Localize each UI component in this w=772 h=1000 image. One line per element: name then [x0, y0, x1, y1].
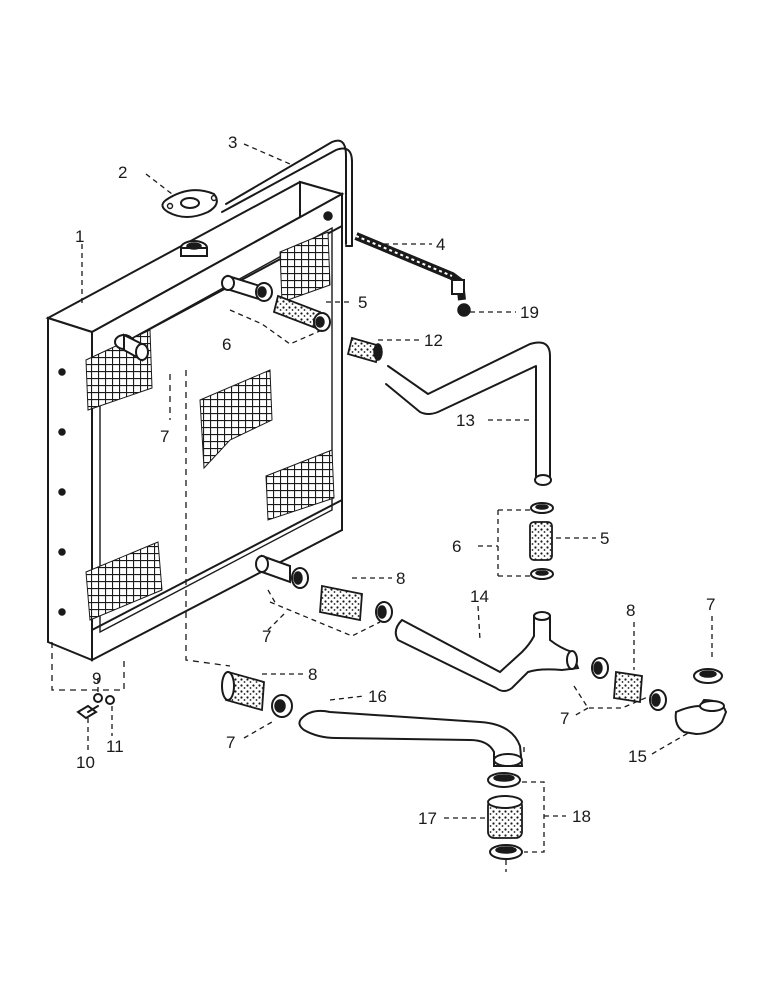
hose-sleeve-17 [487, 795, 523, 839]
callout-9: 9 [92, 669, 101, 688]
callout-14: 14 [470, 587, 489, 606]
right-clamp-a [591, 657, 609, 679]
callout-11: 11 [106, 737, 124, 756]
leader-lines [51, 143, 713, 872]
lower-sleeve-8 [319, 584, 363, 622]
side-bolt-holes [58, 368, 66, 616]
callout-8-mid: 8 [396, 569, 405, 588]
callout-3: 3 [228, 133, 237, 152]
callout-1: 1 [75, 227, 84, 246]
upper-clamp-a [255, 282, 273, 302]
hose-clamp-bottom-18 [489, 844, 523, 860]
callout-6-upper: 6 [222, 335, 231, 354]
callout-8-right: 8 [626, 601, 635, 620]
callout-19: 19 [520, 303, 539, 322]
upper-clamp-b [313, 312, 331, 332]
lower-hose-16 [298, 709, 524, 767]
callout-4: 4 [436, 235, 445, 254]
overflow-fitting [323, 211, 333, 221]
callout-10: 10 [76, 753, 95, 772]
callout-5-right: 5 [600, 529, 609, 548]
drain-cock-parts [76, 693, 115, 720]
callout-numbers: 1 2 3 4 5 6 12 19 13 7 6 5 8 7 14 8 7 7 … [75, 133, 715, 828]
callout-7-mid: 7 [262, 627, 271, 646]
filler-neck [180, 240, 208, 257]
overflow-tube [221, 139, 353, 247]
bottom-clamp-7 [271, 694, 293, 718]
lower-hose-14 [394, 611, 580, 692]
callout-7-right: 7 [560, 709, 569, 728]
callout-13: 13 [456, 411, 475, 430]
drain-hose [354, 232, 466, 301]
callout-7-topright: 7 [706, 595, 715, 614]
top-right-clamp [693, 668, 723, 684]
callout-8-lower: 8 [308, 665, 317, 684]
callout-2: 2 [118, 163, 127, 182]
vertical-clamp-bottom [530, 568, 554, 580]
filler-cap-gasket [161, 189, 218, 218]
upper-inlet-stub [114, 333, 149, 362]
right-sleeve-8 [613, 670, 643, 704]
callout-6-right: 6 [452, 537, 461, 556]
lower-outlet-stub [255, 554, 291, 584]
hose-coupling-12 [346, 336, 383, 364]
vertical-sleeve-5 [529, 521, 553, 561]
hose-clamp-top-18 [487, 772, 521, 788]
callout-5-upper: 5 [358, 293, 367, 312]
callout-18: 18 [572, 807, 591, 826]
callout-12: 12 [424, 331, 443, 350]
right-clamp-b [649, 689, 667, 711]
callout-16: 16 [368, 687, 387, 706]
radiator [45, 180, 345, 662]
elbow-hose-15 [674, 698, 728, 736]
callout-15: 15 [628, 747, 647, 766]
lower-clamp-a [291, 567, 309, 589]
vertical-clamp-top [530, 502, 554, 514]
lower-clamp-b [375, 601, 393, 623]
callout-7-lower: 7 [226, 733, 235, 752]
drain-plug [457, 303, 471, 317]
callout-7-radiator: 7 [160, 427, 169, 446]
upper-radiator-hose-13 [385, 341, 552, 486]
bottom-sleeve-8 [221, 670, 265, 712]
callout-17: 17 [418, 809, 437, 828]
